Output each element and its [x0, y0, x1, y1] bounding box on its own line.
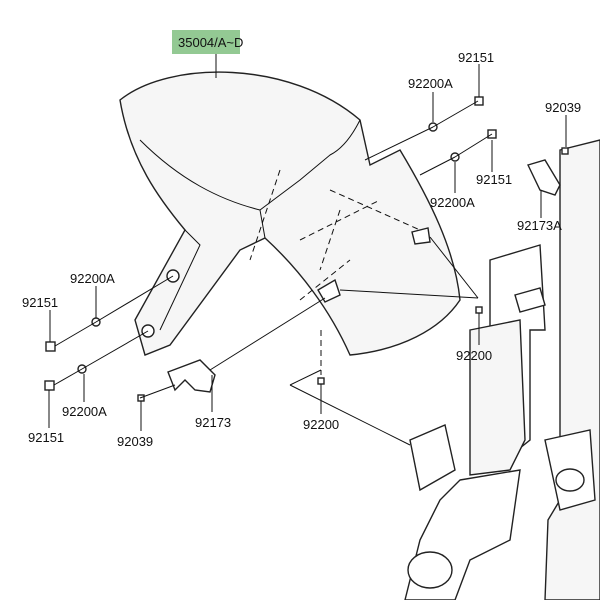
front-fender — [119, 71, 461, 356]
assembly-lines — [53, 100, 493, 446]
callout-label[interactable]: 92200A — [408, 76, 453, 91]
callout-label[interactable]: 92151 — [476, 172, 512, 187]
callout-label[interactable]: 92039 — [545, 100, 581, 115]
leader-lines — [48, 55, 567, 431]
hardware — [44, 96, 569, 402]
callout-label[interactable]: 92200A — [62, 404, 107, 419]
callout-label[interactable]: 92151 — [28, 430, 64, 445]
callout-label[interactable]: 92173A — [517, 218, 562, 233]
callout-label[interactable]: 92200 — [303, 417, 339, 432]
callout-label[interactable]: 92173 — [195, 415, 231, 430]
callout-label[interactable]: 92200 — [456, 348, 492, 363]
callout-label[interactable]: 92200A — [70, 271, 115, 286]
front-fork — [404, 139, 600, 600]
callout-label[interactable]: 92151 — [22, 295, 58, 310]
callout-label[interactable]: 92039 — [117, 434, 153, 449]
main-part-label[interactable]: 35004/A~D — [178, 35, 243, 50]
clamp-right-part — [527, 159, 561, 196]
main-part-highlight — [172, 30, 240, 54]
callout-label[interactable]: 92151 — [458, 50, 494, 65]
clamp-left-part — [167, 359, 216, 393]
callout-label[interactable]: 92200A — [430, 195, 475, 210]
